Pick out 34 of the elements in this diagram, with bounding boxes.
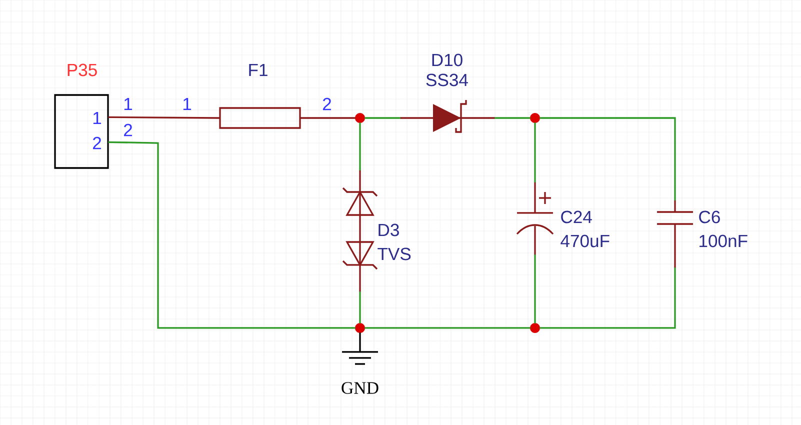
component-label: C6 bbox=[699, 210, 720, 224]
wire bbox=[534, 254, 536, 324]
junction-dot bbox=[355, 113, 365, 123]
component-label: P35 bbox=[68, 64, 97, 76]
wire bbox=[539, 267, 676, 329]
component-label: TVS bbox=[378, 248, 411, 260]
component-label: F1 bbox=[249, 64, 268, 76]
wire bbox=[108, 141, 356, 329]
wire bbox=[539, 117, 676, 201]
pin-number: 2 bbox=[93, 136, 102, 150]
junction-dot bbox=[530, 323, 540, 333]
wire bbox=[364, 327, 531, 329]
component-label: D3 bbox=[378, 224, 399, 236]
wire bbox=[364, 117, 401, 119]
wire bbox=[108, 116, 220, 119]
component-label: C24 bbox=[561, 210, 592, 224]
pin-number: 2 bbox=[323, 98, 331, 110]
wire bbox=[494, 117, 531, 119]
junction-dot bbox=[355, 323, 365, 333]
wire bbox=[300, 117, 356, 119]
component-label: 470uF bbox=[560, 234, 610, 248]
junction-dot bbox=[530, 113, 540, 123]
wire bbox=[359, 122, 361, 171]
pin-number: 1 bbox=[93, 112, 102, 124]
component-label: 100nF bbox=[700, 234, 748, 248]
pin-number: 1 bbox=[124, 98, 132, 110]
wire bbox=[534, 122, 536, 183]
wire bbox=[359, 332, 361, 352]
component-label: D10 bbox=[432, 54, 462, 66]
pin-number: 1 bbox=[183, 98, 192, 110]
pin-number: 2 bbox=[124, 124, 132, 136]
ground-label: GND bbox=[342, 382, 378, 394]
component-label: SS34 bbox=[426, 74, 468, 86]
wire bbox=[359, 291, 361, 324]
